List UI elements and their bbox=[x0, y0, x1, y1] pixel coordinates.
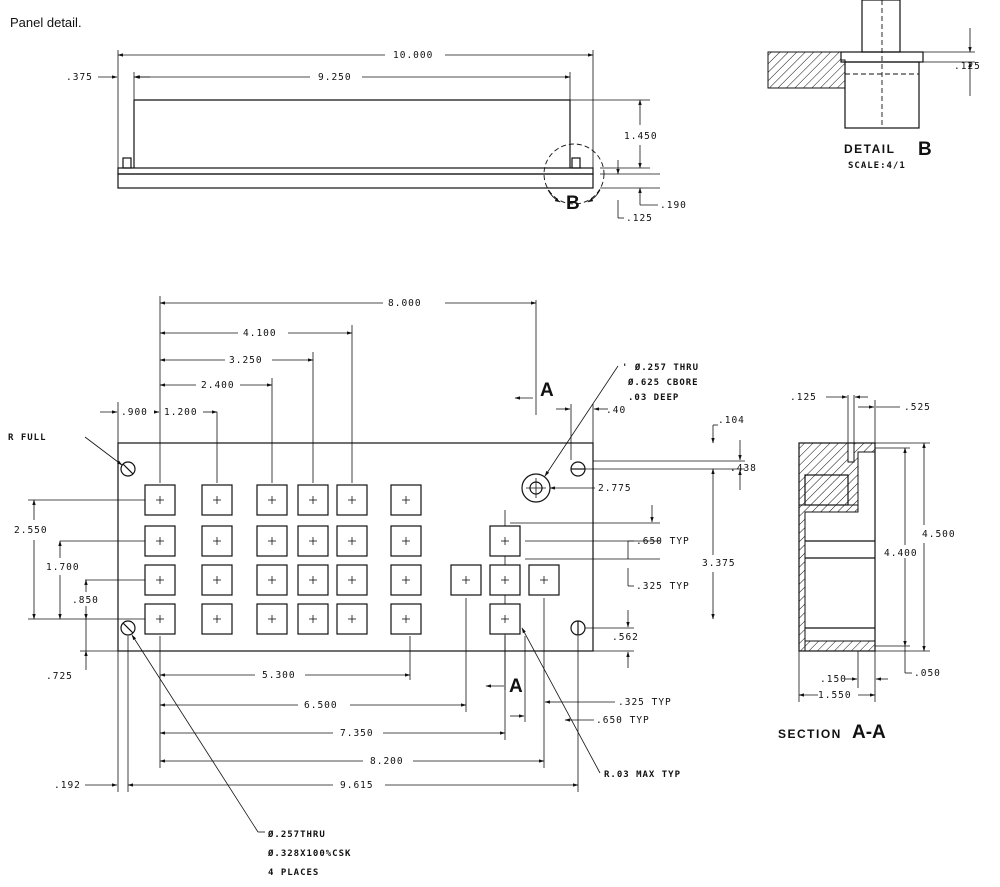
note-csk-2: Ø.328X100%CSK bbox=[267, 848, 351, 859]
dim-8200: 8.200 bbox=[370, 756, 404, 767]
dim-3250: 3.250 bbox=[229, 355, 263, 366]
dim-9250: 9.250 bbox=[318, 72, 352, 83]
detail-b-callout: B bbox=[566, 193, 580, 214]
front-view: A A 8.000 4.100 3.250 2.400 .900 1.200 bbox=[8, 296, 757, 878]
dim-3375: 3.375 bbox=[702, 558, 736, 569]
caption: Panel detail. bbox=[10, 15, 82, 30]
section-title-letters: A-A bbox=[852, 722, 886, 743]
key-square bbox=[489, 564, 521, 596]
dim-0190: .190 bbox=[660, 200, 687, 211]
dim-0325-typ: .325 TYP bbox=[636, 581, 690, 592]
section-dim-0525: .525 bbox=[904, 402, 931, 413]
detail-b-title-letter: B bbox=[918, 139, 932, 160]
key-square bbox=[144, 603, 176, 635]
key-square bbox=[297, 603, 329, 635]
dim-6500: 6.500 bbox=[304, 700, 338, 711]
dim-0725: .725 bbox=[46, 671, 73, 682]
screw-icon bbox=[120, 461, 136, 477]
key-square bbox=[201, 525, 233, 557]
key-square bbox=[256, 564, 288, 596]
dim-10000: 10.000 bbox=[393, 50, 433, 61]
section-dim-1550: 1.550 bbox=[818, 690, 852, 701]
key-square bbox=[144, 484, 176, 516]
dim-1200: 1.200 bbox=[164, 407, 198, 418]
screw-icon bbox=[570, 461, 586, 477]
dim-0192: .192 bbox=[54, 780, 81, 791]
key-square bbox=[256, 484, 288, 516]
note-r-full: R FULL bbox=[8, 433, 47, 443]
top-view: 10.000 9.250 .375 1.450 B .190 .125 bbox=[66, 50, 687, 224]
key-square bbox=[256, 603, 288, 635]
key-square bbox=[297, 564, 329, 596]
note-csk-1: Ø.257THRU bbox=[267, 829, 326, 840]
key-square bbox=[201, 603, 233, 635]
key-square bbox=[297, 525, 329, 557]
key-square bbox=[489, 603, 521, 635]
key-square bbox=[489, 525, 521, 557]
note-hole-3: .03 DEEP bbox=[628, 393, 679, 403]
dim-2400: 2.400 bbox=[201, 380, 235, 391]
section-title-word: SECTION bbox=[778, 727, 842, 741]
dim-0650-typ-bottom: .650 TYP bbox=[596, 715, 650, 726]
key-square bbox=[336, 484, 368, 516]
key-square bbox=[390, 525, 422, 557]
note-hole-1: ' Ø.257 THRU bbox=[622, 362, 699, 373]
section-dim-0050: .050 bbox=[914, 668, 941, 679]
dim-2775: 2.775 bbox=[598, 483, 632, 494]
dim-9615: 9.615 bbox=[340, 780, 374, 791]
key-square bbox=[450, 564, 482, 596]
dim-8000: 8.000 bbox=[388, 298, 422, 309]
note-csk-3: 4 PLACES bbox=[268, 868, 319, 878]
key-square bbox=[297, 484, 329, 516]
section-dim-4400: 4.400 bbox=[884, 548, 918, 559]
detail-b: .125 DETAIL B SCALE:4/1 bbox=[767, 0, 981, 171]
key-square bbox=[336, 564, 368, 596]
note-hole-2: Ø.625 CBORE bbox=[627, 377, 699, 388]
dim-0438: .438 bbox=[730, 463, 757, 474]
dim-0850: .850 bbox=[72, 595, 99, 606]
dim-1450: 1.450 bbox=[624, 131, 658, 142]
section-dim-4500: 4.500 bbox=[922, 529, 956, 540]
section-letter-bottom: A bbox=[509, 676, 523, 697]
key-square bbox=[201, 484, 233, 516]
detail-b-title-word: DETAIL bbox=[844, 142, 895, 156]
dim-7350: 7.350 bbox=[340, 728, 374, 739]
dim-0650-typ: .650 TYP bbox=[636, 536, 690, 547]
note-rmax: R.03 MAX TYP bbox=[604, 770, 681, 780]
key-square bbox=[144, 564, 176, 596]
detail-b-dim: .125 bbox=[954, 61, 981, 72]
dim-1700: 1.700 bbox=[46, 562, 80, 573]
detail-b-scale: SCALE:4/1 bbox=[848, 161, 906, 171]
section-aa: .125 .525 4.500 4.400 .150 .050 1.550 SE… bbox=[778, 392, 956, 743]
section-letter-top: A bbox=[540, 380, 554, 401]
key-square bbox=[144, 525, 176, 557]
dim-0900: .900 bbox=[121, 407, 148, 418]
dim-5300: 5.300 bbox=[262, 670, 296, 681]
key-square bbox=[336, 603, 368, 635]
key-square bbox=[390, 603, 422, 635]
key-square bbox=[256, 525, 288, 557]
section-dim-0150: .150 bbox=[820, 674, 847, 685]
dim-0125-top: .125 bbox=[626, 213, 653, 224]
screw-icon bbox=[570, 620, 586, 636]
key-square bbox=[390, 484, 422, 516]
dim-0562: .562 bbox=[612, 632, 639, 643]
dim-2550: 2.550 bbox=[14, 525, 48, 536]
dim-040: .40 bbox=[606, 405, 626, 416]
dim-0104: .104 bbox=[718, 415, 745, 426]
dim-4100: 4.100 bbox=[243, 328, 277, 339]
key-square bbox=[201, 564, 233, 596]
key-square bbox=[390, 564, 422, 596]
dim-0375: .375 bbox=[66, 72, 93, 83]
key-square bbox=[336, 525, 368, 557]
key-square bbox=[528, 564, 560, 596]
section-dim-0125: .125 bbox=[790, 392, 817, 403]
dim-0325-typ-bottom: .325 TYP bbox=[618, 697, 672, 708]
screw-icon bbox=[120, 620, 136, 636]
